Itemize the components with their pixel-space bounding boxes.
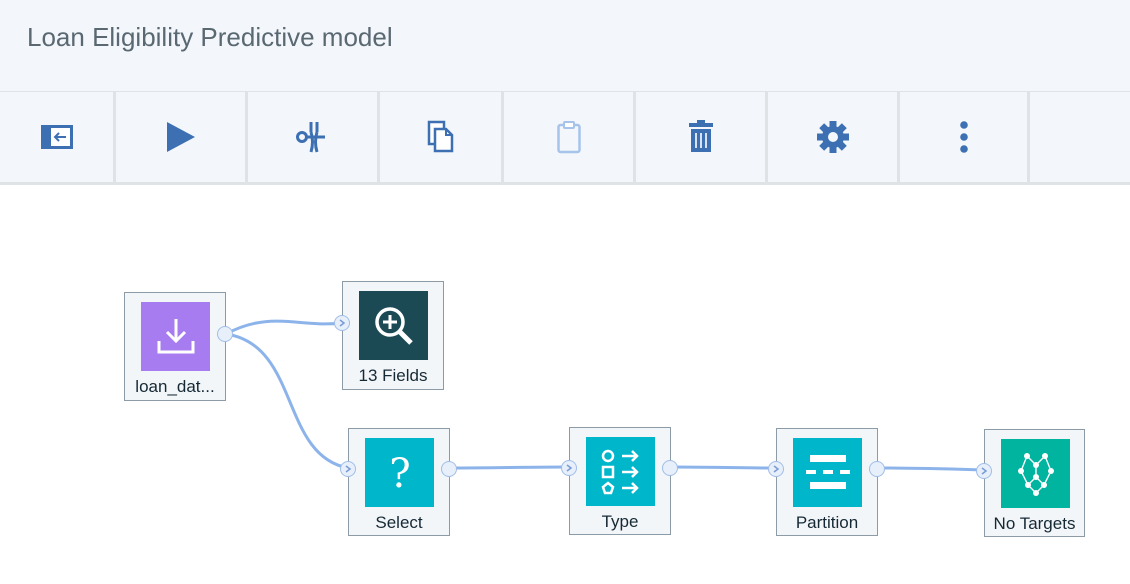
shapes-arrows-icon <box>601 449 639 494</box>
question-icon: ? <box>389 451 410 497</box>
partition-icon <box>805 454 850 489</box>
link-source-select[interactable] <box>225 332 349 470</box>
input-port[interactable] <box>334 315 350 331</box>
settings-button[interactable] <box>768 92 900 182</box>
copy-icon <box>427 120 453 153</box>
clipboard-icon <box>556 121 581 154</box>
page-header: Loan Eligibility Predictive model <box>0 0 1130 92</box>
svg-text:?: ? <box>389 451 410 497</box>
node-label: Select <box>375 513 423 532</box>
copy-button[interactable] <box>380 92 504 182</box>
node-model[interactable]: No Targets <box>976 429 1085 537</box>
trash-icon <box>688 120 713 152</box>
run-button[interactable] <box>116 92 248 182</box>
input-port[interactable] <box>976 463 992 479</box>
link-select-type[interactable] <box>448 465 570 470</box>
play-icon <box>166 122 195 152</box>
node-label: loan_dat... <box>135 377 215 396</box>
output-port[interactable] <box>869 461 885 477</box>
overflow-menu-icon <box>959 121 968 153</box>
link-source-audit[interactable] <box>225 319 343 336</box>
input-port[interactable] <box>561 460 577 476</box>
toolbar <box>0 92 1130 185</box>
node-select[interactable]: ? Select <box>340 428 457 536</box>
node-source[interactable]: loan_dat... <box>124 292 233 401</box>
node-label: 13 Fields <box>358 366 428 385</box>
node-type[interactable]: Type <box>561 427 678 535</box>
input-port[interactable] <box>340 461 356 477</box>
node-tile: ? <box>365 438 434 507</box>
flow-links <box>225 319 985 472</box>
zoom-in-icon <box>374 306 413 345</box>
node-tile <box>359 291 428 360</box>
flow-canvas[interactable]: loan_dat... 13 Fields ? Select <box>0 185 1130 584</box>
node-tile <box>586 437 655 506</box>
cut-button[interactable] <box>248 92 380 182</box>
more-options-button[interactable] <box>900 92 1030 182</box>
node-label: Type <box>601 512 639 531</box>
paste-button[interactable] <box>504 92 636 182</box>
page-title: Loan Eligibility Predictive model <box>27 22 393 52</box>
node-label: Partition <box>795 513 859 532</box>
output-port[interactable] <box>217 326 233 342</box>
output-port[interactable] <box>662 460 678 476</box>
link-partition-model[interactable] <box>876 466 985 472</box>
output-port[interactable] <box>441 461 457 477</box>
network-icon <box>1017 452 1054 496</box>
link-type-partition[interactable] <box>669 465 777 470</box>
gear-icon <box>816 121 849 153</box>
input-port[interactable] <box>768 461 784 477</box>
node-tile <box>141 302 210 371</box>
import-icon <box>157 318 194 353</box>
node-partition[interactable]: Partition <box>768 428 885 536</box>
palette-toggle-button[interactable] <box>0 92 116 182</box>
node-data-audit[interactable]: 13 Fields <box>334 281 444 390</box>
node-tile <box>793 438 862 507</box>
node-label: No Targets <box>993 514 1076 533</box>
panel-collapse-icon <box>40 125 73 149</box>
scissors-icon <box>295 122 325 153</box>
node-tile <box>1001 439 1070 508</box>
delete-button[interactable] <box>636 92 768 182</box>
